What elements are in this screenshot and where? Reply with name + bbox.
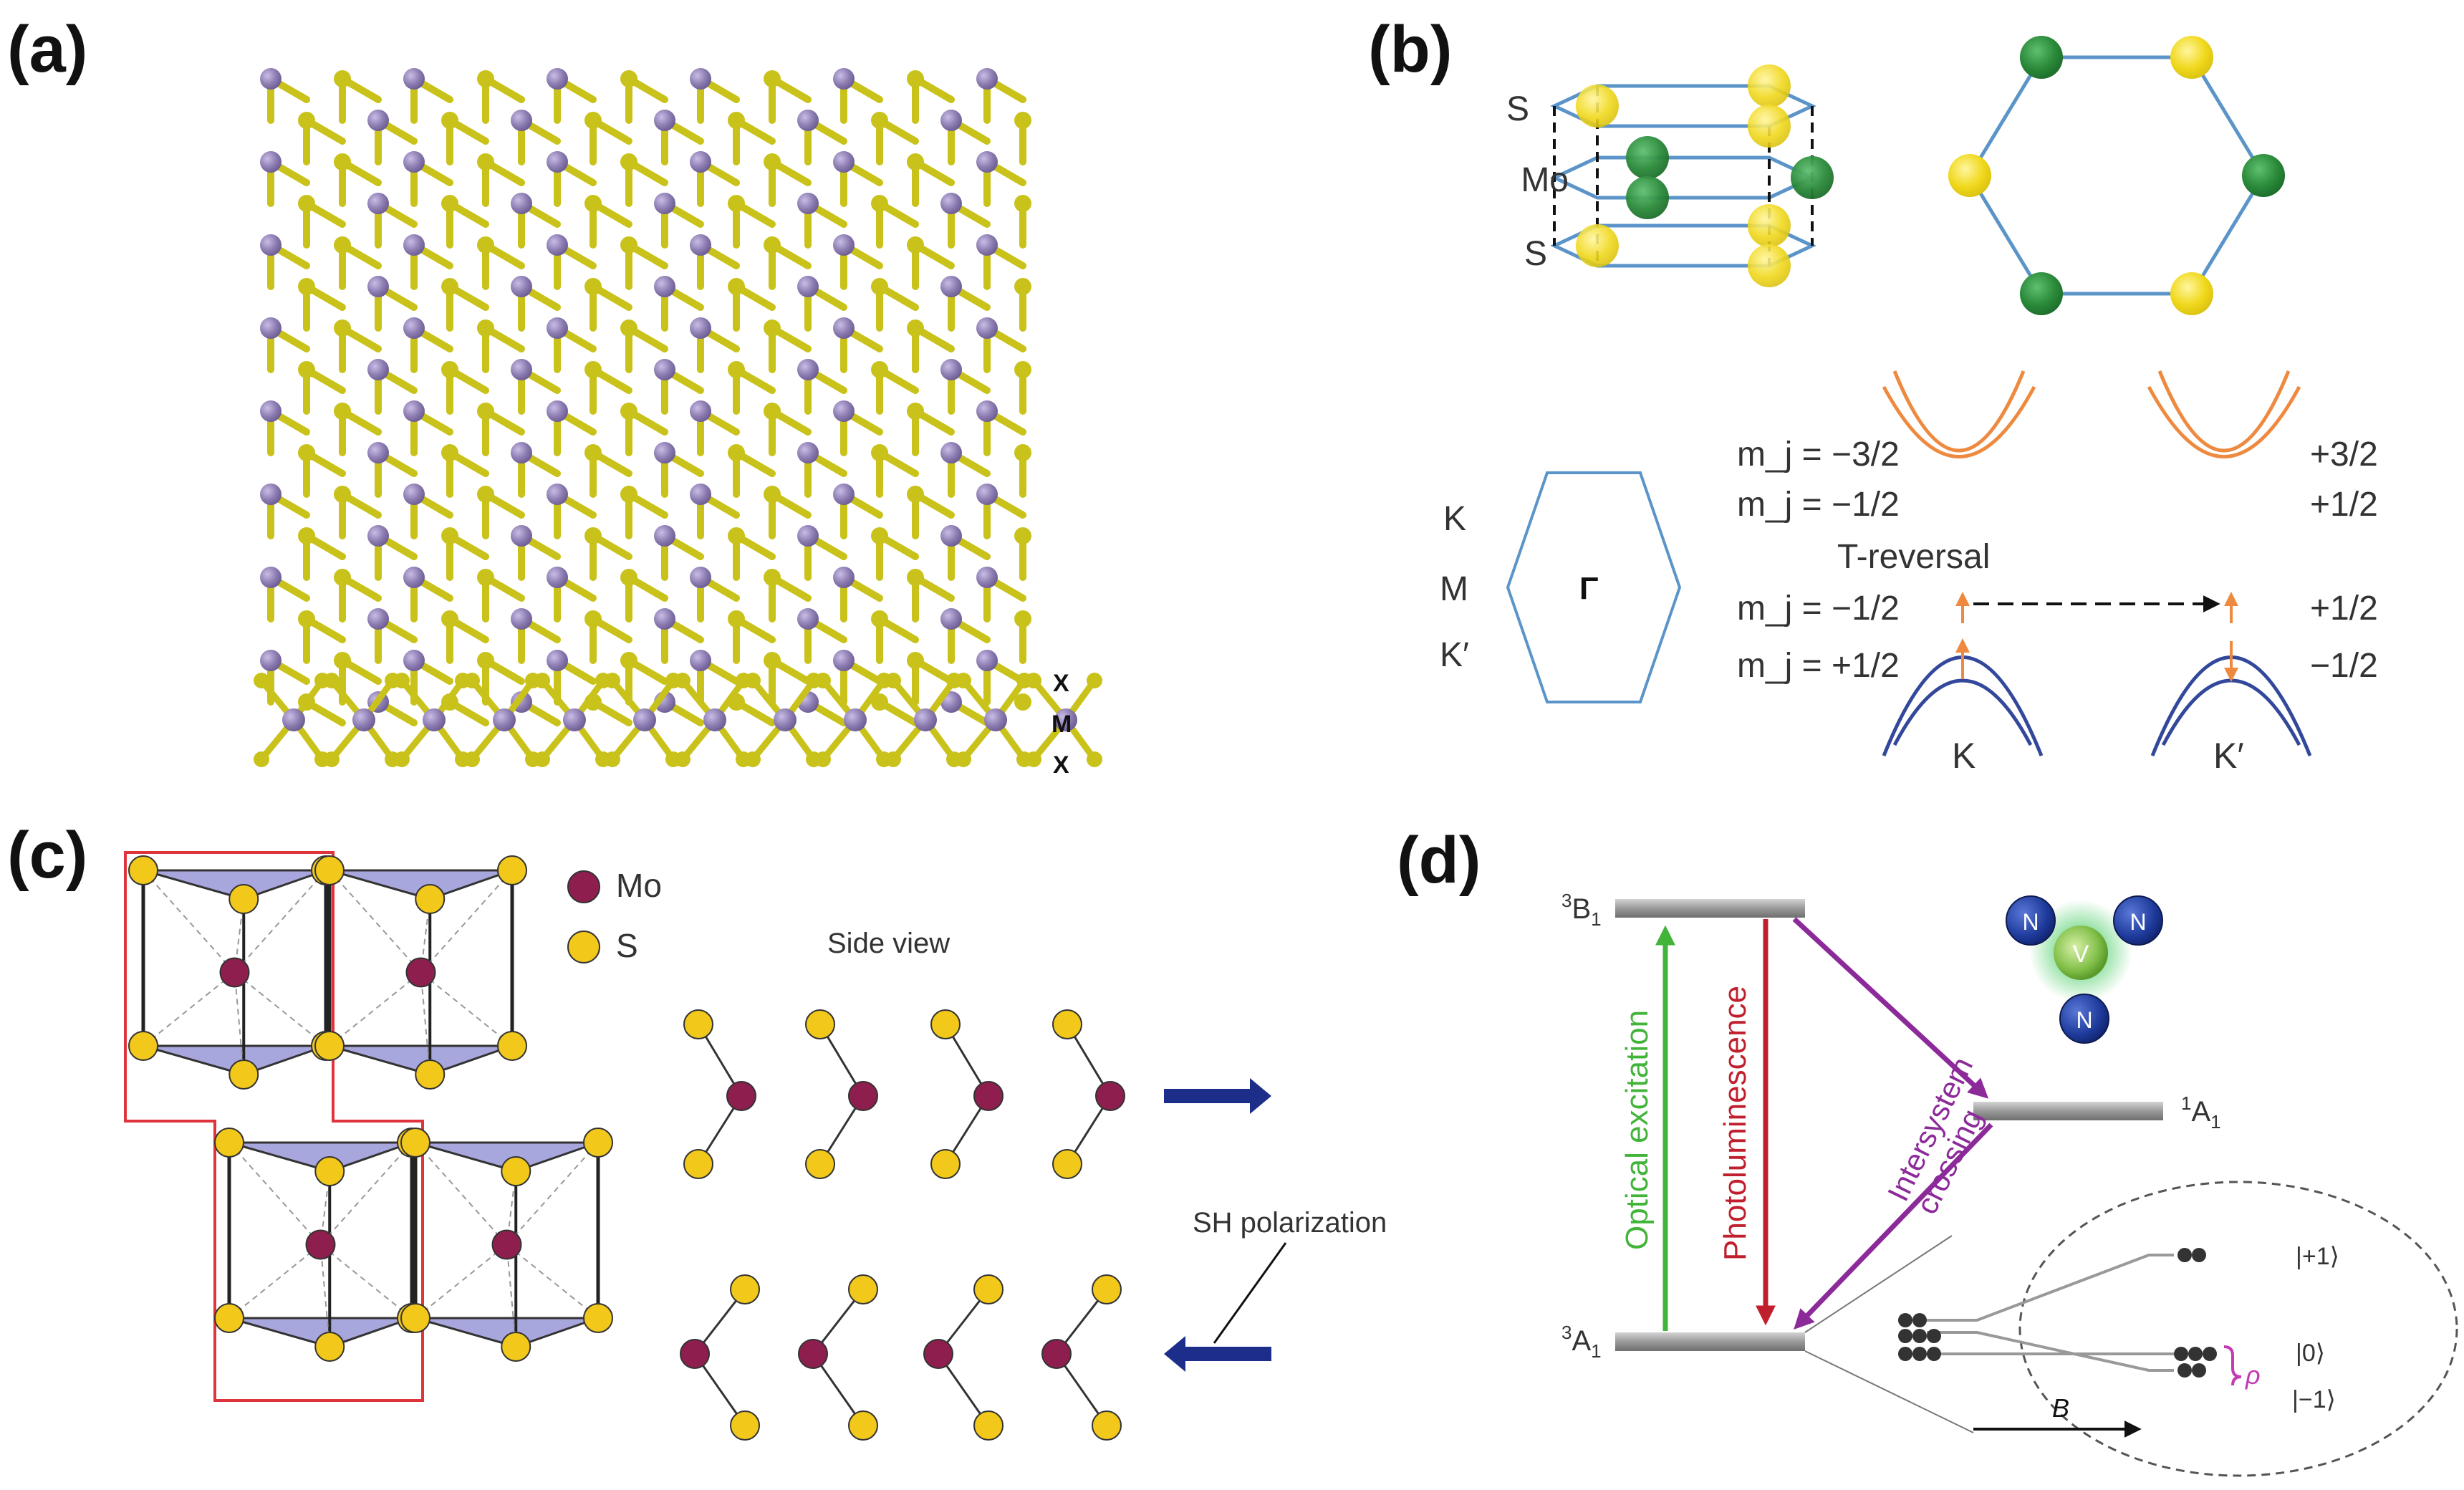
hexagon-top-view: [1948, 36, 2285, 315]
brillouin-zone: K M K′ Γ: [1440, 471, 1682, 703]
polarization-arrows: [1164, 1078, 1287, 1372]
mj-right-3: +1/2: [2310, 590, 2378, 628]
atom-n-2: N: [2129, 909, 2146, 935]
optical-excitation-label: Optical excitation: [1620, 1010, 1655, 1250]
intersystem-crossing-arrow-ground: [1794, 1123, 1993, 1330]
mj-left-3: m_j = −1/2: [1737, 590, 1900, 628]
mj-left-2: m_j = −1/2: [1737, 486, 1900, 524]
legend-marker-s: [567, 931, 600, 963]
panel-label-a: (a): [7, 13, 87, 86]
bz-label-gamma: Γ: [1579, 571, 1598, 606]
trigonal-prisms: [128, 855, 613, 1362]
lattice-side-view: [254, 673, 1102, 767]
state-label-0: |0⟩: [2296, 1340, 2325, 1367]
atom-label-s-top: S: [1506, 90, 1529, 128]
sh-polarization-label: SH polarization: [1193, 1207, 1387, 1239]
side-view-label: Side view: [827, 928, 950, 959]
bz-label-kprime: K′: [1440, 636, 1469, 674]
panel-label-c: (c): [7, 819, 87, 892]
level-label-3b1: 3B1: [1561, 890, 1602, 930]
atom-n-3: N: [2076, 1007, 2092, 1033]
mj-left-1: m_j = −3/2: [1737, 436, 1900, 474]
legend-label-s: S: [616, 927, 638, 964]
panel-c: Mo S Side view SH polarization: [124, 851, 1387, 1441]
t-reversal-label: T-reversal: [1837, 538, 1990, 576]
unit-cell-outline: [124, 851, 424, 1402]
valley-label-kprime: K′: [2213, 736, 2244, 776]
layer-label-m: M: [1051, 711, 1072, 738]
bz-label-m: M: [1440, 570, 1468, 608]
panel-d: 3B1 1A1 3A1 Optical excitation Photolumi…: [1561, 890, 2458, 1477]
panel-label-b: (b): [1368, 13, 1452, 86]
rho-label: ρ: [2245, 1360, 2261, 1390]
legend: Mo S: [567, 867, 662, 964]
spin-sublevel-zoom: ρ |+1⟩ |0⟩ |−1⟩ B: [1804, 1181, 2458, 1477]
mj-right-4: −1/2: [2310, 647, 2378, 685]
band-diagram: [1882, 370, 2312, 756]
intersystem-crossing-arrow-down: [1792, 917, 1989, 1099]
mj-right-2: +1/2: [2310, 486, 2378, 524]
legend-marker-mo: [567, 870, 600, 903]
nv-center-icon: N N N V: [2006, 895, 2163, 1044]
layer-label-x-top: X: [1053, 670, 1069, 697]
mj-right-1: +3/2: [2310, 436, 2378, 474]
honeycomb-lattice-top-view: [260, 68, 1031, 726]
trigonal-prism-structure: [1550, 64, 1834, 287]
panel-label-d: (d): [1397, 824, 1481, 897]
panel-b: S Mo S K M K′ Γ: [1440, 36, 2378, 776]
level-bar-3a1: [1615, 1332, 1805, 1351]
state-label-minus1: |−1⟩: [2292, 1386, 2336, 1413]
field-label: B: [2052, 1393, 2069, 1423]
atom-v: V: [2073, 941, 2089, 968]
atom-label-s-bottom: S: [1524, 235, 1547, 273]
level-label-3a1: 3A1: [1561, 1322, 1602, 1362]
state-label-plus1: |+1⟩: [2296, 1243, 2339, 1270]
photoluminescence-label: Photoluminescence: [1718, 986, 1753, 1261]
level-label-1a1: 1A1: [2181, 1092, 2221, 1133]
legend-label-mo: Mo: [616, 867, 662, 904]
level-bar-3b1: [1615, 899, 1805, 918]
side-view-chains: [680, 1009, 1125, 1441]
level-bar-1a1: [1973, 1102, 2163, 1120]
panel-a: X M X: [254, 68, 1102, 779]
atom-n-1: N: [2022, 909, 2039, 935]
mj-left-4: m_j = +1/2: [1737, 647, 1900, 685]
atom-label-mo: Mo: [1521, 161, 1569, 199]
layer-label-x-bottom: X: [1053, 751, 1069, 779]
valley-label-k: K: [1952, 736, 1975, 776]
bz-label-k: K: [1443, 500, 1466, 538]
